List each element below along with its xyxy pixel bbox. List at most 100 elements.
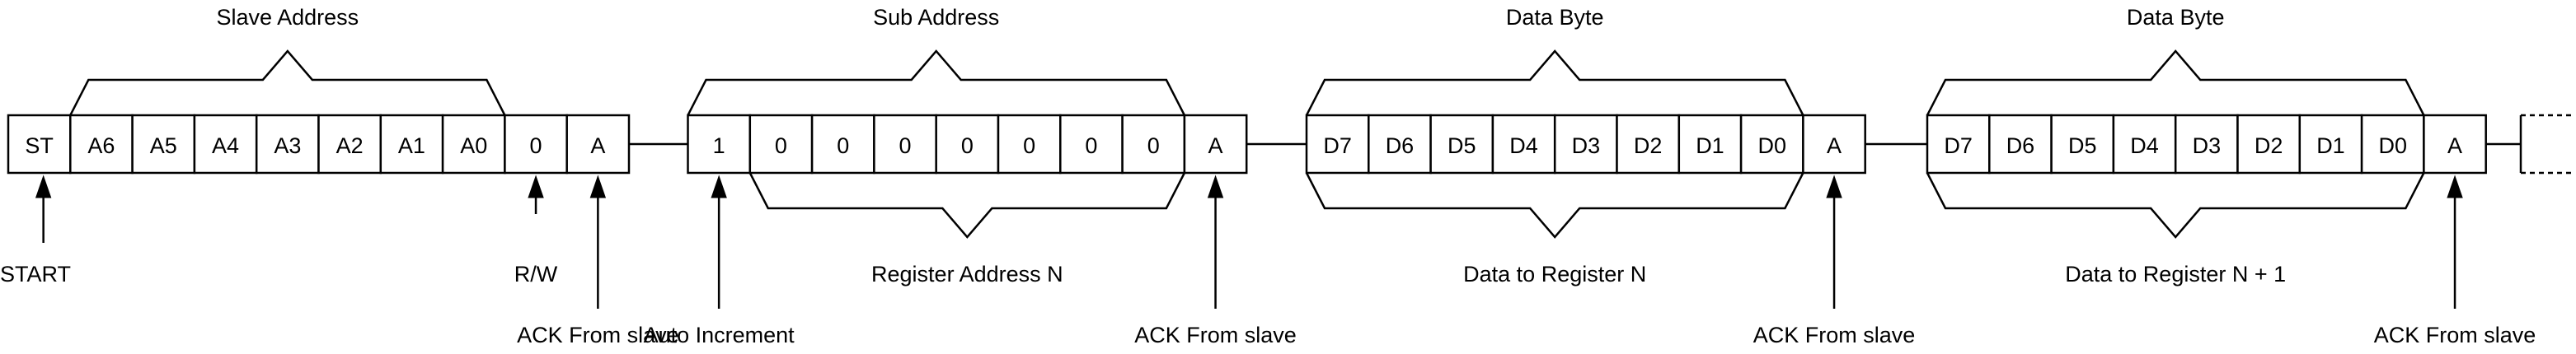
bit-cell [2050, 114, 2115, 175]
field-title: Sub Address [873, 5, 999, 30]
bit-label: D4 [1509, 133, 1538, 158]
bit-label: 0 [1085, 133, 1097, 158]
bit-label: D5 [1448, 133, 1476, 158]
annotation-arrow [1826, 175, 1842, 309]
bit-label: D1 [1696, 133, 1724, 158]
bit-label: 0 [1147, 133, 1160, 158]
bit-label: A [590, 133, 605, 158]
field-brace-top [69, 49, 506, 116]
field-brace-top [687, 49, 1186, 116]
bit-label: D7 [1944, 133, 1973, 158]
ack-label: ACK From slave [1134, 323, 1297, 347]
bit-cell [2174, 114, 2239, 175]
bit-cell [1183, 114, 1248, 175]
ack-label: ACK From slave [2374, 323, 2536, 347]
bit-cell [1677, 114, 1743, 175]
bit-cell [193, 114, 258, 175]
bit-cell [2298, 114, 2363, 175]
field-brace-bottom [1305, 172, 1804, 239]
bit-cell [1739, 114, 1804, 175]
field-brace-top [1926, 49, 2425, 116]
bit-cell [1926, 114, 1991, 175]
bit-label: A3 [274, 133, 301, 158]
bit-label: 0 [961, 133, 974, 158]
bit-label: A [2447, 133, 2462, 158]
bit-label: D5 [2068, 133, 2097, 158]
field-description: Data to Register N + 1 [2065, 262, 2286, 286]
braces-layer [69, 49, 2425, 239]
field-brace-top [1305, 49, 1804, 116]
bit-cell [1305, 114, 1370, 175]
bit-cell [131, 114, 196, 175]
bit-cell [379, 114, 444, 175]
bit-cell [255, 114, 320, 175]
bit-cell [873, 114, 937, 175]
bit-cell [565, 114, 631, 175]
bit-label: D0 [1757, 133, 1786, 158]
field-description: Register Address N [871, 262, 1063, 286]
auto-increment-label: Auto Increment [644, 323, 795, 347]
bit-label: 0 [530, 133, 542, 158]
bit-label: 0 [899, 133, 912, 158]
annotation-arrow [2447, 175, 2463, 309]
field-brace-bottom [748, 172, 1186, 239]
bit-label: D0 [2378, 133, 2407, 158]
rw-label: R/W [514, 262, 558, 286]
field-title: Slave Address [217, 5, 359, 30]
bit-label: D1 [2316, 133, 2345, 158]
field-group-4: D7 D6 D5 D4 D3 D2 D1 D0 A [1926, 114, 2487, 175]
bit-label: D6 [2006, 133, 2035, 158]
bit-label: D2 [1634, 133, 1663, 158]
bit-label: 0 [1023, 133, 1035, 158]
bus-lines-layer [629, 114, 2574, 175]
bit-label: A [1827, 133, 1842, 158]
bit-label: D2 [2255, 133, 2283, 158]
bit-cell [317, 114, 382, 175]
auto-increment-bit: 1 [713, 133, 725, 158]
field-title: Data Byte [2127, 5, 2225, 30]
bit-cell [1059, 114, 1124, 175]
bit-cell [1553, 114, 1618, 175]
bit-label: D3 [2193, 133, 2222, 158]
bit-label: D4 [2130, 133, 2159, 158]
annotation-arrow [35, 175, 52, 243]
bit-label: A6 [87, 133, 115, 158]
bit-cell [687, 114, 752, 175]
bit-label: A4 [212, 133, 239, 158]
field-description: Data to Register N [1463, 262, 1646, 286]
bit-cell [2112, 114, 2177, 175]
annotation-arrow [711, 175, 727, 309]
bit-cell [2423, 114, 2487, 175]
bit-cell [1988, 114, 2053, 175]
bit-cell [2360, 114, 2425, 175]
bit-cell [1121, 114, 1186, 175]
arrows-layer [35, 175, 2463, 309]
annotation-arrow [1207, 175, 1224, 309]
bit-cell [7, 114, 72, 175]
bit-label: D7 [1323, 133, 1352, 158]
bit-label: ST [25, 133, 54, 158]
bit-cell [1368, 114, 1432, 175]
bit-label: A0 [460, 133, 487, 158]
labels-layer: Slave Address Sub Address Data Byte Data By… [0, 5, 2536, 347]
annotation-arrow [528, 175, 544, 214]
bit-label: 0 [775, 133, 787, 158]
bit-cell [935, 114, 1000, 175]
bit-label: A [1208, 133, 1223, 158]
bit-cell [69, 114, 134, 175]
bit-cell [997, 114, 1062, 175]
bit-label: D6 [1386, 133, 1415, 158]
ack-label: ACK From slave [1753, 323, 1916, 347]
field-title: Data Byte [1506, 5, 1604, 30]
field-brace-bottom [1926, 172, 2425, 239]
bit-label: A1 [398, 133, 425, 158]
bit-cell [810, 114, 875, 175]
start-label: START [0, 262, 71, 286]
bit-label: A5 [150, 133, 177, 158]
